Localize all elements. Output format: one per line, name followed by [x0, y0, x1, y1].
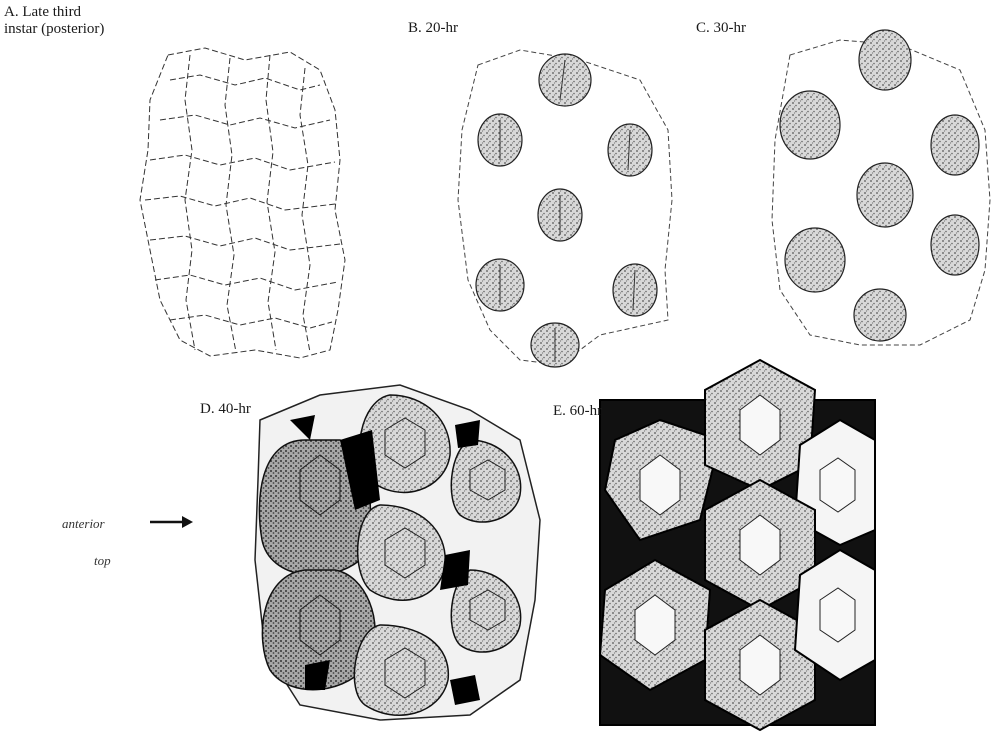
panel-e-lattice	[600, 360, 875, 730]
panel-e-label: E. 60-hr	[553, 403, 602, 419]
panel-b-clusters	[458, 50, 672, 367]
panel-a-epithelium	[140, 48, 345, 358]
panel-c-label: C. 30-hr	[696, 20, 746, 36]
panel-a-label-line1: A. Late third	[4, 4, 81, 20]
panel-d-clusters	[255, 385, 540, 720]
top-label: top	[94, 553, 111, 569]
arrow-right-icon	[148, 514, 194, 530]
panel-a-label-line2: instar (posterior)	[4, 21, 104, 37]
anterior-label: anterior	[62, 516, 105, 532]
panel-b-label: B. 20-hr	[408, 20, 458, 36]
panel-c-clusters	[772, 30, 990, 345]
panel-d-label: D. 40-hr	[200, 401, 251, 417]
